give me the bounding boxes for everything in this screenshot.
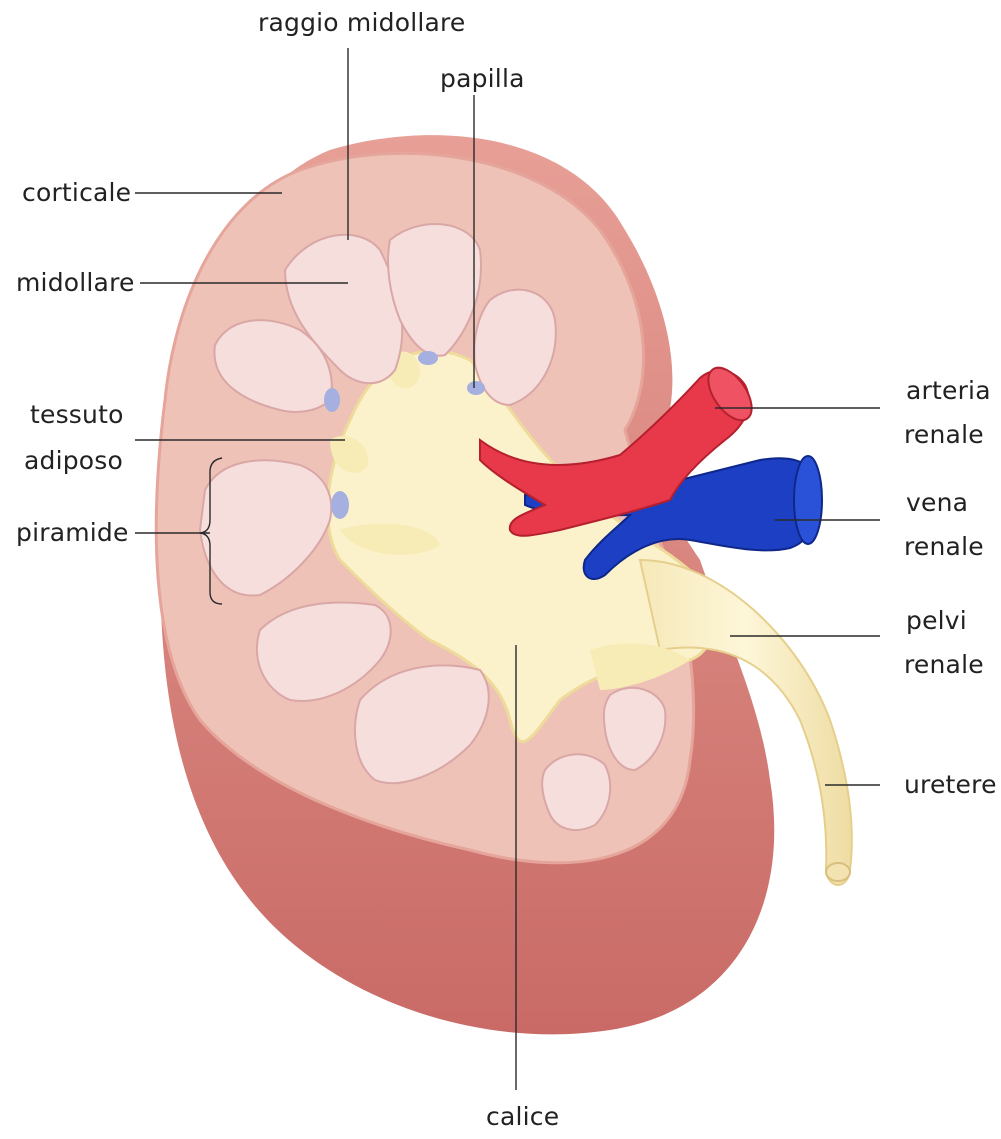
- ureter-opening: [826, 863, 850, 881]
- papilla-tip: [467, 381, 485, 395]
- label-arteria: arteria: [906, 374, 991, 408]
- papilla-tip: [418, 351, 438, 365]
- pyramid: [542, 754, 610, 830]
- label-pelvi: pelvi: [906, 604, 967, 638]
- label-piramide: piramide: [16, 516, 129, 550]
- label-renale-vena: renale: [904, 530, 984, 564]
- label-renale-arteria: renale: [904, 418, 984, 452]
- label-calice: calice: [486, 1100, 559, 1134]
- label-midollare: midollare: [16, 266, 135, 300]
- renal-vein-end: [794, 456, 822, 544]
- label-adiposo: adiposo: [24, 444, 123, 478]
- label-renale-pelvi: renale: [904, 648, 984, 682]
- label-papilla: papilla: [440, 62, 525, 96]
- label-corticale: corticale: [22, 176, 131, 210]
- label-raggio-midollare: raggio midollare: [258, 6, 466, 40]
- papilla-tip: [331, 491, 349, 519]
- label-uretere: uretere: [904, 768, 997, 802]
- label-vena: vena: [906, 486, 968, 520]
- label-tessuto: tessuto: [30, 398, 124, 432]
- papilla-tip: [324, 388, 340, 412]
